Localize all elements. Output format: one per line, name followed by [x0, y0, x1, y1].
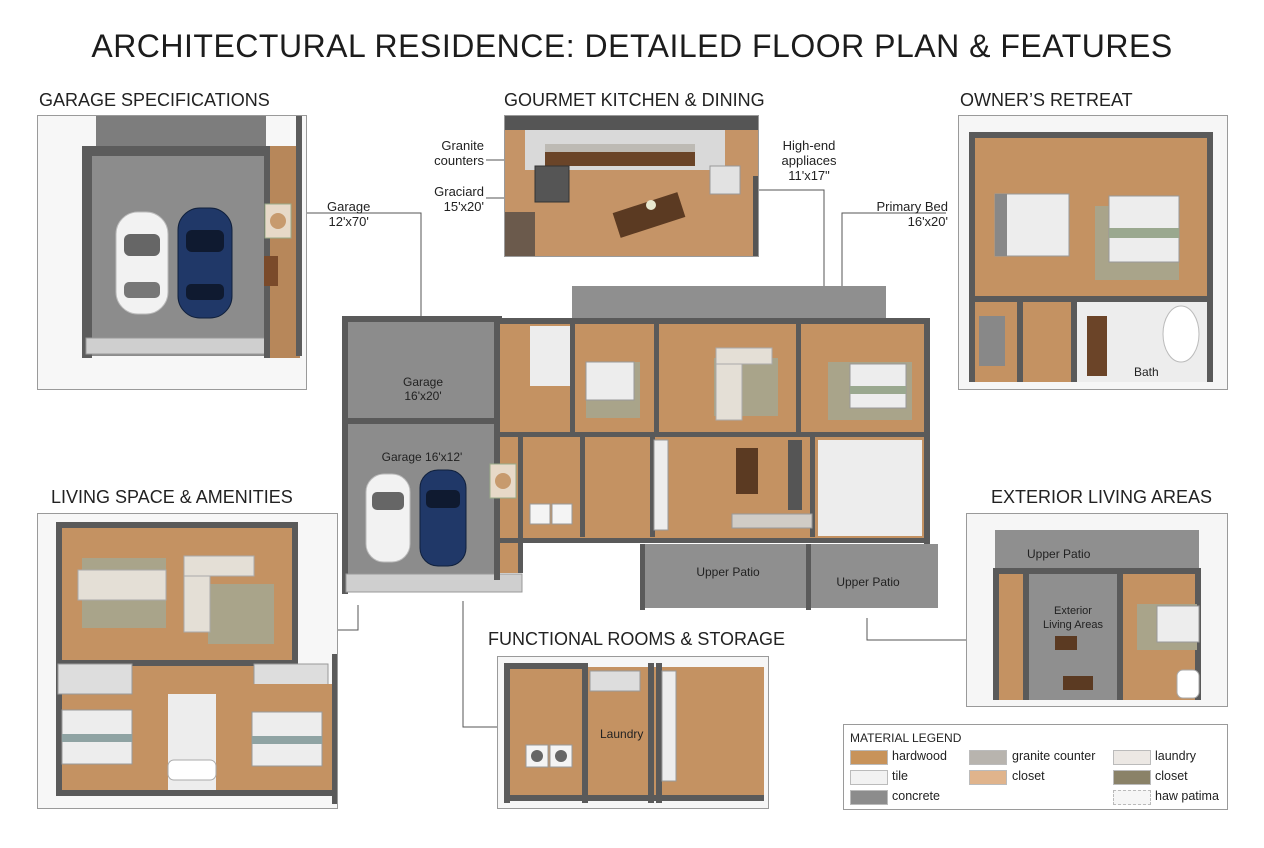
callout-garage-name: Garage [327, 199, 371, 214]
kitchen-plan-drawing [505, 116, 758, 256]
garage-plan-drawing [38, 116, 306, 389]
legend-label-granite-counter: granite counter [1012, 749, 1096, 763]
legend-label-concrete: concrete [892, 789, 940, 803]
main-white-car-icon [365, 473, 411, 563]
legend-label-closet-stone: closet [1155, 769, 1188, 783]
legend-label-closet-wood: closet [1012, 769, 1045, 783]
bed-bottom-right-icon [251, 711, 323, 767]
callout-appliances-line1: High-end [782, 138, 836, 153]
functional-rooms-drawing [498, 657, 768, 808]
section-title-kitchen: GOURMET KITCHEN & DINING [504, 90, 765, 110]
page-title: ARCHITECTURAL RESIDENCE: DETAILED FLOOR … [91, 28, 1173, 64]
functional-rooms-panel: Laundry [497, 656, 769, 809]
callout-appliances-dim: 11'x17" [788, 168, 830, 183]
section-title-exterior: EXTERIOR LIVING AREAS [991, 487, 1213, 507]
callout-primary-bed-dim: 16'x20' [907, 214, 948, 229]
legend-swatch-haw-patima [1113, 790, 1151, 805]
bed-left-icon [994, 193, 1070, 257]
bed-bottom-left-icon [61, 709, 133, 765]
main-bed-right-icon [849, 363, 907, 409]
callout-appliances-line2: appliaces [781, 153, 837, 168]
callout-primary-bed-name: Primary Bed [876, 199, 948, 214]
owners-retreat-panel: Bath [958, 115, 1228, 390]
legend-label-tile: tile [892, 769, 908, 783]
main-floor-plan-drawing [342, 286, 938, 610]
callout-graciard-name: Graciard [434, 184, 484, 199]
main-floor-plan: Garage 16'x20' Garage 16'x12' Upper Pati… [318, 268, 946, 614]
main-bed-left-icon [585, 361, 635, 401]
callout-primary-bed: Primary Bed 16'x20' [872, 199, 948, 229]
garage-specifications-panel [37, 115, 307, 390]
section-title-owner: OWNER’S RETREAT [960, 90, 1133, 110]
legend-title: MATERIAL LEGEND [850, 731, 962, 745]
section-title-living: LIVING SPACE & AMENITIES [51, 487, 293, 507]
kitchen-dining-panel [504, 115, 759, 257]
main-dining-table-icon [736, 448, 758, 494]
white-car-icon [115, 211, 169, 315]
living-space-drawing [38, 514, 337, 808]
callout-appliances: High-end appliaces 11'x17" [776, 138, 842, 183]
living-space-panel [37, 513, 338, 809]
callout-granite-line2: counters [434, 153, 484, 168]
callout-garage: Garage 12'x70' [327, 199, 370, 229]
dining-table-icon [612, 192, 686, 238]
legend-swatch-laundry [1113, 750, 1151, 765]
material-legend: MATERIAL LEGEND hardwood tile concrete g… [843, 724, 1228, 810]
bed-right-icon [1108, 195, 1180, 263]
exterior-living-drawing [967, 514, 1227, 706]
legend-label-haw-patima: haw patima [1155, 789, 1219, 803]
legend-swatch-concrete [850, 790, 888, 805]
callout-graciard: Graciard 15'x20' [432, 184, 484, 214]
callout-graciard-dim: 15'x20' [443, 199, 484, 214]
owners-retreat-drawing [959, 116, 1227, 389]
main-blue-car-icon [419, 469, 467, 567]
section-title-functional: FUNCTIONAL ROOMS & STORAGE [488, 629, 786, 649]
legend-swatch-closet-stone [1113, 770, 1151, 785]
section-title-garage: GARAGE SPECIFICATIONS [39, 90, 270, 110]
legend-swatch-tile [850, 770, 888, 785]
legend-label-hardwood: hardwood [892, 749, 947, 763]
exterior-living-panel: Upper Patio Exterior Living Areas [966, 513, 1228, 707]
legend-swatch-granite-counter [969, 750, 1007, 765]
legend-swatch-hardwood [850, 750, 888, 765]
callout-granite-line1: Granite [441, 138, 484, 153]
legend-swatch-closet-wood [969, 770, 1007, 785]
callout-garage-dim: 12'x70' [328, 214, 369, 229]
blue-car-icon [177, 207, 233, 319]
legend-label-laundry: laundry [1155, 749, 1196, 763]
callout-granite: Granite counters [432, 138, 484, 168]
